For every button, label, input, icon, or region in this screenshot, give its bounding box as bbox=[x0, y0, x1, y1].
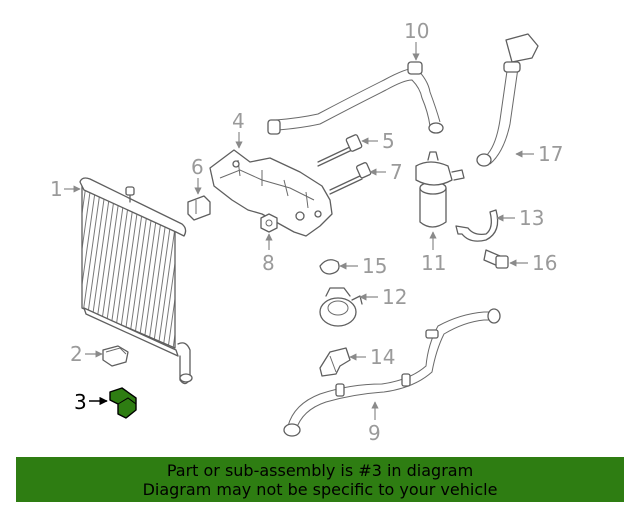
callout-17-label: 17 bbox=[538, 142, 563, 166]
water-pump-part[interactable] bbox=[415, 151, 465, 228]
upper-hose-part[interactable] bbox=[267, 61, 444, 135]
callout-6: 6 bbox=[191, 155, 204, 195]
callout-8-label: 8 bbox=[262, 251, 275, 275]
aux-pump-part[interactable] bbox=[319, 287, 363, 327]
nut-part[interactable] bbox=[260, 213, 278, 233]
callout-9: 9 bbox=[368, 401, 381, 445]
callout-14: 14 bbox=[349, 345, 395, 369]
callout-10-label: 10 bbox=[404, 19, 429, 43]
callout-1-label: 1 bbox=[50, 177, 63, 201]
part-info-banner: Part or sub-assembly is #3 in diagram Di… bbox=[16, 457, 624, 502]
callout-13-label: 13 bbox=[519, 206, 544, 230]
nut-clip-part[interactable] bbox=[187, 195, 211, 221]
callout-17: 17 bbox=[515, 142, 563, 166]
strap-bracket-part[interactable] bbox=[455, 209, 499, 242]
callout-4: 4 bbox=[232, 109, 245, 149]
callout-5-label: 5 bbox=[382, 129, 395, 153]
part-info-line-2: Diagram may not be specific to your vehi… bbox=[142, 480, 498, 499]
part-info-line-1: Part or sub-assembly is #3 in diagram bbox=[166, 461, 474, 480]
callout-6-label: 6 bbox=[191, 155, 204, 179]
callout-8: 8 bbox=[262, 233, 275, 275]
callout-7-label: 7 bbox=[390, 160, 403, 184]
callout-12-label: 12 bbox=[382, 285, 407, 309]
callout-4-label: 4 bbox=[232, 109, 245, 133]
hose-part-17[interactable] bbox=[476, 33, 539, 167]
callout-9-label: 9 bbox=[368, 421, 381, 445]
callout-12: 12 bbox=[359, 285, 407, 309]
callout-13: 13 bbox=[496, 206, 544, 230]
radiator-part[interactable] bbox=[79, 177, 193, 385]
callout-2-label: 2 bbox=[70, 342, 83, 366]
callout-7: 7 bbox=[369, 160, 403, 184]
callout-11-label: 11 bbox=[421, 251, 446, 275]
callout-5: 5 bbox=[361, 129, 395, 153]
callout-11: 11 bbox=[421, 231, 446, 275]
bolt-part-16[interactable] bbox=[483, 249, 509, 269]
mounting-bracket-part[interactable] bbox=[209, 149, 333, 237]
clip-part-15[interactable] bbox=[319, 259, 340, 275]
callout-16-label: 16 bbox=[532, 251, 557, 275]
bolt-part[interactable] bbox=[317, 134, 363, 167]
bracket-highlighted-part[interactable] bbox=[109, 387, 137, 419]
callout-10: 10 bbox=[404, 19, 429, 61]
lower-hose-part[interactable] bbox=[283, 308, 501, 437]
callout-3-label: 3 bbox=[74, 390, 87, 414]
callout-16: 16 bbox=[509, 251, 557, 275]
callout-15: 15 bbox=[339, 254, 387, 278]
callout-2: 2 bbox=[70, 342, 103, 366]
bolt-part-7[interactable] bbox=[329, 162, 372, 195]
bracket-part-14[interactable] bbox=[319, 347, 351, 377]
callout-14-label: 14 bbox=[370, 345, 395, 369]
callout-3: 3 bbox=[74, 390, 108, 414]
callout-15-label: 15 bbox=[362, 254, 387, 278]
clip-part[interactable] bbox=[102, 345, 129, 367]
callout-1: 1 bbox=[50, 177, 81, 201]
